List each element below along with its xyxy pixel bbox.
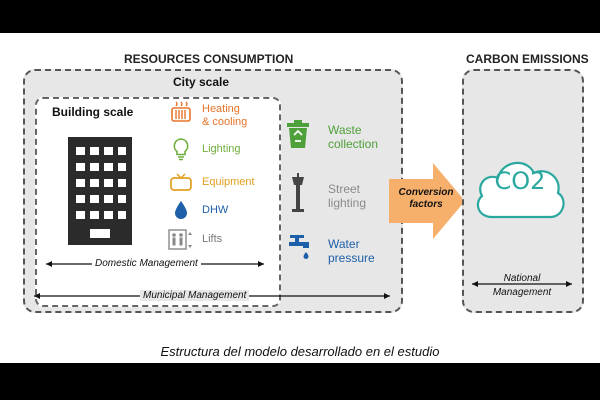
tv-icon xyxy=(170,173,192,191)
national-label-line2: Management xyxy=(492,287,552,298)
city-scale-label: City scale xyxy=(173,75,230,89)
building-scale-label: Building scale xyxy=(52,105,134,119)
equipment-label: Equipment xyxy=(202,176,255,188)
street-label-line1: Street xyxy=(328,182,361,196)
heating-cooling-label: Heating & cooling xyxy=(202,103,247,129)
lifts-label: Lifts xyxy=(202,233,223,245)
domestic-management-label: Domestic Management xyxy=(92,258,201,269)
waste-collection-label: Waste collection xyxy=(328,123,378,151)
lighting-label: Lighting xyxy=(202,143,241,155)
national-management-label: National Management xyxy=(470,273,574,299)
co2-label: CO2 xyxy=(494,167,546,195)
national-management-arrow xyxy=(472,281,572,287)
water-label-line1: Water xyxy=(328,237,360,251)
water-drop-icon xyxy=(175,201,187,219)
building-icon xyxy=(68,137,132,245)
elevator-icon xyxy=(168,229,192,250)
recycle-bin-icon xyxy=(287,120,309,148)
light-bulb-icon xyxy=(173,138,189,161)
municipal-management-label: Municipal Management xyxy=(140,290,250,301)
waste-label-line2: collection xyxy=(328,137,379,151)
street-lighting-label: Street lighting xyxy=(328,182,366,210)
heating-label-line2: & cooling xyxy=(202,116,248,128)
dhw-label: DHW xyxy=(202,204,229,216)
figure-canvas: RESOURCES CONSUMPTION CARBON EMISSIONS C… xyxy=(0,33,600,363)
street-lamp-icon xyxy=(292,173,304,212)
water-label-line2: pressure xyxy=(328,251,375,265)
carbon-emissions-title: CARBON EMISSIONS xyxy=(466,52,589,66)
water-pressure-label: Water pressure xyxy=(328,237,375,265)
figure-caption: Estructura del modelo desarrollado en el… xyxy=(160,344,440,359)
conversion-factors-label: Conversion factors xyxy=(392,187,460,211)
water-tap-icon xyxy=(289,235,309,259)
resources-consumption-title: RESOURCES CONSUMPTION xyxy=(124,52,294,66)
heater-icon xyxy=(171,101,191,122)
street-label-line2: lighting xyxy=(328,196,367,210)
conversion-factors-arrow xyxy=(389,163,465,239)
cloud-icon xyxy=(476,161,565,219)
waste-label-line1: Waste xyxy=(328,123,362,137)
conversion-label-line1: Conversion xyxy=(398,187,454,198)
conversion-label-line2: factors xyxy=(409,199,443,210)
heating-label-line1: Heating xyxy=(202,103,240,115)
national-label-line1: National xyxy=(503,273,541,284)
